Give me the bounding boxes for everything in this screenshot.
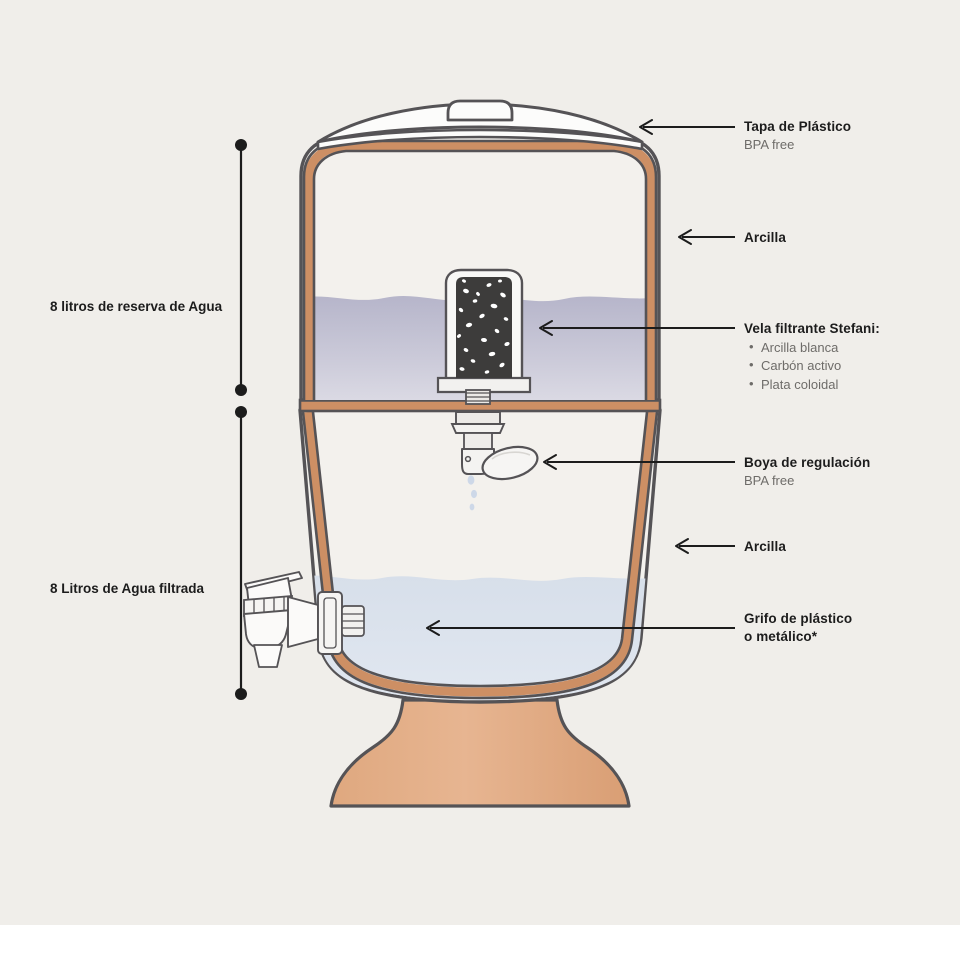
lower-chamber-clay-layer <box>303 411 657 697</box>
callout-spigot: Grifo de plástico o metálico* <box>744 610 852 646</box>
lid-knob <box>446 99 514 122</box>
callout-float-valve-subtitle: BPA free <box>744 472 795 488</box>
plastic-lid <box>316 99 644 151</box>
spigot-body <box>243 609 293 649</box>
callout-float-valve-title: Boya de regulación <box>744 455 871 470</box>
float-valve <box>461 445 539 511</box>
callout-lid-subtitle: BPA free <box>744 136 795 152</box>
lid-rim <box>316 128 644 151</box>
candle-carbon-core <box>456 277 512 378</box>
spigot-flange <box>317 591 343 655</box>
callout-lid-title: Tapa de Plástico <box>744 119 852 134</box>
spigot-shank <box>287 596 319 648</box>
measure-label-reserve: 8 litros de reserva de Agua <box>50 299 223 314</box>
list-item: Arcilla blanca <box>749 338 880 357</box>
list-item: Carbón activo <box>749 356 880 375</box>
callout-clay-upper-title: Arcilla <box>744 230 786 245</box>
callout-float-valve: Boya de regulación BPA free <box>744 454 870 489</box>
callout-clay-lower-title: Arcilla <box>744 539 786 554</box>
filter-candle <box>436 268 532 450</box>
upper-chamber-clay-outline-inner <box>312 149 648 400</box>
upper-chamber-clay-layer <box>304 141 656 400</box>
callout-spigot-title: Grifo de plástico <box>744 611 853 626</box>
water-drops <box>467 475 477 511</box>
measure-label-filtered: 8 Litros de Agua filtrada <box>50 581 205 596</box>
lower-chamber-body <box>298 408 662 808</box>
spigot-nozzle <box>253 644 283 668</box>
callout-filter-candle: Vela filtrante Stefani: Arcilla blanca C… <box>744 320 880 394</box>
leader-clay-lower <box>675 538 735 554</box>
callout-spigot-title-line2: o metálico* <box>744 628 818 644</box>
leader-float <box>543 454 735 470</box>
callout-filter-candle-list: Arcilla blanca Carbón activo Plata coloi… <box>744 338 880 394</box>
measure-bar-reserve <box>235 139 247 396</box>
leader-candle <box>539 320 735 336</box>
leader-clay-upper <box>678 229 735 245</box>
spigot-tap <box>243 571 365 668</box>
lower-chamber-clay-outline-outer <box>301 411 659 700</box>
list-item: Plata coloidal <box>749 375 880 394</box>
leader-spigot <box>426 620 735 636</box>
candle-mount-hardware <box>450 389 506 450</box>
lower-chamber-clay-outline-inner <box>311 411 649 688</box>
callout-filter-candle-title: Vela filtrante Stefani: <box>744 321 880 336</box>
callout-clay-lower: Arcilla <box>744 538 786 556</box>
spigot-nut <box>341 605 365 637</box>
leader-lid <box>639 119 735 135</box>
leader-lines <box>426 119 735 636</box>
float-ball <box>481 445 539 481</box>
measure-bar-filtered <box>235 406 247 700</box>
callout-clay-upper: Arcilla <box>744 229 786 247</box>
candle-speckles <box>457 279 510 374</box>
clay-base-pedestal <box>329 698 631 808</box>
upper-chamber-clay-outline-outer <box>302 139 658 400</box>
callout-lid: Tapa de Plástico BPA free <box>744 118 851 153</box>
